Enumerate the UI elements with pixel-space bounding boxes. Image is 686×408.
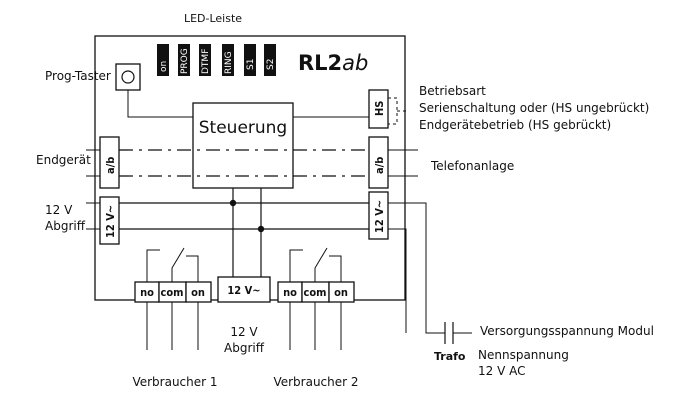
supply-wire-1 (388, 202, 445, 334)
relay1-switch-arm (171, 247, 185, 282)
relay-1: no com on (134, 247, 212, 350)
led-on-label: on (159, 61, 169, 72)
v12-terminal-bottom-label: 12 V~ (227, 284, 260, 297)
prog-button[interactable] (115, 63, 141, 91)
relay1-com-label: com (161, 286, 184, 299)
relay1-on-contact (186, 255, 199, 282)
led-s1 (244, 44, 256, 76)
ab-terminal-left-label: a/b (104, 157, 117, 174)
abgriff-left-line1: 12 V (45, 203, 73, 217)
verbraucher2-label: Verbraucher 2 (273, 375, 358, 389)
trafo-label: Trafo (434, 350, 466, 363)
serienschaltung-label: Serienschaltung oder (HS ungebrückt) (419, 101, 649, 115)
led-strip-label: LED-Leiste (184, 12, 242, 25)
relay-2: no com on (277, 247, 355, 350)
controller-box (192, 102, 294, 189)
relay1-no-contact (146, 249, 160, 282)
v12-terminal-right-label: 12 V~ (373, 200, 386, 233)
v12-terminal-bottom (217, 276, 271, 303)
led-prog (178, 44, 190, 76)
relay2-com-label: com (304, 286, 327, 299)
hs-terminal (368, 89, 389, 129)
relay2-switch-arm (314, 247, 328, 282)
ab-terminal-left (99, 136, 120, 189)
nennspannung-value: 12 V AC (478, 364, 525, 378)
ab-terminal-right-label: a/b (373, 157, 386, 174)
betriebsart-label: Betriebsart (419, 84, 486, 98)
nennspannung-label: Nennspannung (478, 348, 569, 362)
led-s2 (264, 44, 276, 76)
device-title-italic: ab (342, 51, 368, 75)
v12-terminal-right (368, 191, 389, 240)
led-s1-label: S1 (246, 59, 256, 70)
relay2-on-contact (329, 255, 342, 282)
led-ring (222, 44, 234, 76)
relay2-no-contact (289, 249, 303, 282)
v12-terminal-left-label: 12 V~ (104, 205, 117, 238)
device-title: RL2ab (298, 51, 368, 75)
verbraucher1-label: Verbraucher 1 (132, 375, 217, 389)
prog-wire (127, 90, 195, 118)
prog-button-knob (121, 70, 135, 84)
endgeraetebetrieb-label: Endgerätebetrieb (HS gebrückt) (419, 118, 611, 132)
led-dtmf-label: DTMF (201, 49, 211, 74)
supply-wire-2 (388, 228, 407, 333)
abgriff-bottom-line2: Abgriff (224, 341, 265, 355)
relay1-on-label: on (191, 286, 205, 299)
led-on (157, 44, 169, 76)
hs-terminal-label: HS (373, 101, 386, 116)
prog-button-label: Prog-Taster (45, 69, 111, 83)
led-ring-label: RING (224, 51, 234, 74)
v12-terminal-left (99, 196, 120, 245)
telefonanlage-label: Telefonanlage (430, 159, 514, 173)
endgeraet-label: Endgerät (36, 153, 91, 167)
led-s2-label: S2 (266, 59, 276, 70)
ab-terminal-right (368, 136, 389, 189)
led-dtmf (199, 44, 211, 76)
abgriff-bottom-line1: 12 V (230, 325, 258, 339)
relay1-no-label: no (140, 286, 154, 299)
device-title-main: RL2 (298, 51, 342, 75)
abgriff-left-line2: Abgriff (45, 219, 86, 233)
led-prog-label: PROG (180, 48, 190, 74)
relay2-on-label: on (334, 286, 348, 299)
controller-label: Steuerung (199, 118, 287, 138)
versorgung-label: Versorgungsspannung Modul (480, 324, 654, 338)
relay2-no-label: no (283, 286, 297, 299)
led-strip: on PROG DTMF RING S1 S2 (157, 44, 276, 76)
